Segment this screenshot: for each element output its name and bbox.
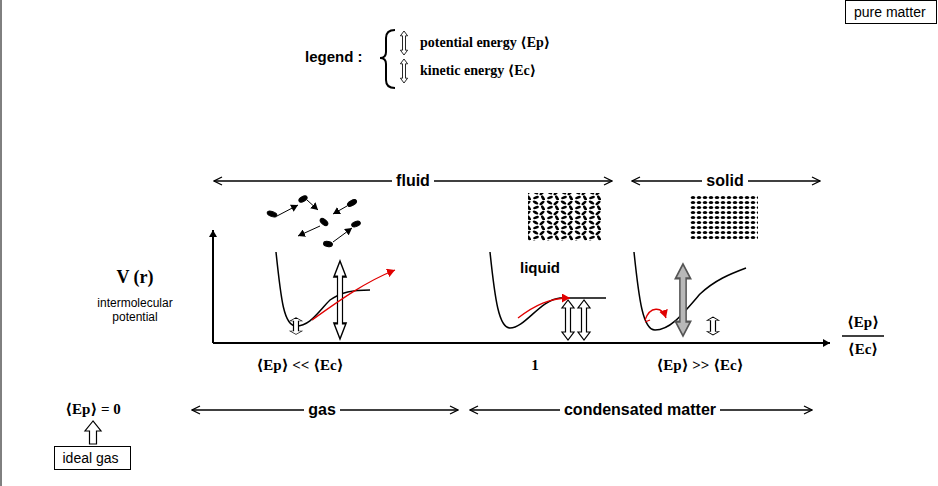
- ratio-label: ⟨Ep⟩ >> ⟨Ec⟩: [656, 357, 743, 374]
- axis-label: V (r): [116, 267, 153, 288]
- box-text: ideal gas: [63, 450, 122, 466]
- title-box: pure matter: [845, 0, 937, 24]
- region-label: gas: [304, 401, 340, 419]
- axis-label: ⟨Ec⟩: [848, 341, 878, 358]
- box-text: pure matter: [854, 4, 928, 20]
- state-box: ideal gas: [54, 446, 131, 470]
- ratio-label: 1: [531, 357, 539, 374]
- axis-label: ⟨Ep⟩: [847, 314, 879, 331]
- region-label: fluid: [392, 172, 434, 190]
- region-label: condensated matter: [560, 401, 720, 419]
- phase-label: liquid: [520, 259, 560, 276]
- ratio-label: ⟨Ep⟩ << ⟨Ec⟩: [256, 357, 343, 374]
- legend-heading: legend :: [305, 48, 363, 65]
- legend-entry: kinetic energy ⟨Ec⟩: [420, 63, 536, 79]
- region-label: solid: [702, 172, 747, 190]
- legend-entry: potential energy ⟨Ep⟩: [420, 35, 550, 51]
- ideal-gas-condition: ⟨Ep⟩ = 0: [65, 401, 121, 418]
- axis-label: intermolecular potential: [90, 297, 180, 325]
